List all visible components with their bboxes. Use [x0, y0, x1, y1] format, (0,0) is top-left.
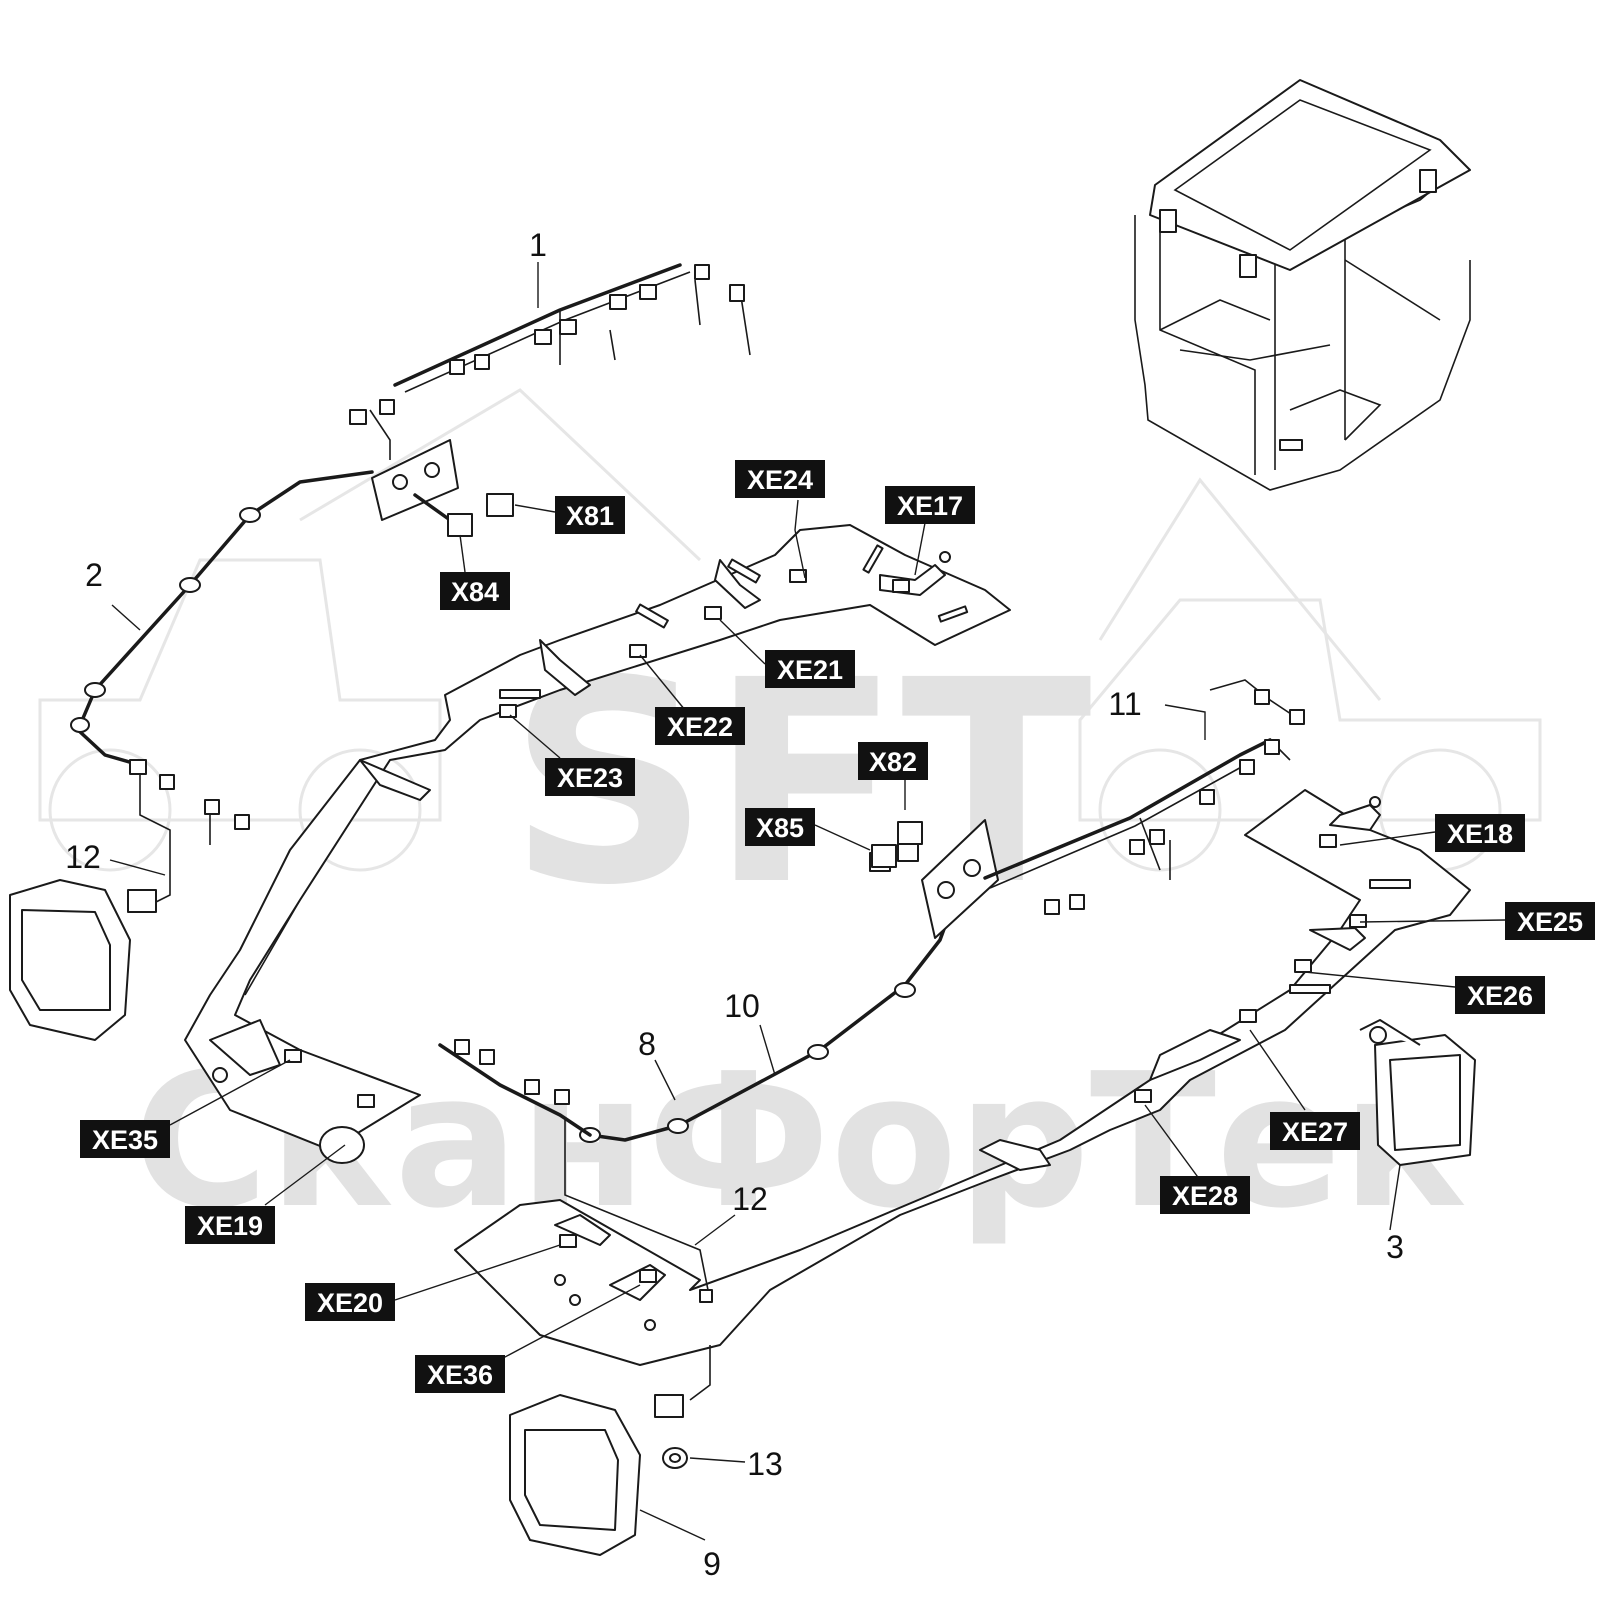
tag-bg-x81: [555, 496, 625, 534]
callout-12-bottom: 12: [732, 1181, 768, 1217]
callout-12-left: 12: [65, 839, 101, 875]
tag-bg-xe21: [765, 650, 855, 688]
tag-xe22: XE22: [667, 712, 733, 742]
connectors-x82-x85: [871, 821, 923, 868]
tag-bg-xe26: [1455, 976, 1545, 1014]
tag-xe28: XE28: [1172, 1181, 1238, 1211]
harness-8: [438, 1039, 713, 1418]
callout-3: 3: [1386, 1229, 1404, 1265]
cab-thumbnail: [1134, 79, 1471, 491]
tag-bg-xe22: [655, 707, 745, 745]
tag-bg-x84: [440, 572, 510, 610]
tag-xe25: XE25: [1517, 907, 1583, 937]
tag-bg-x85: [745, 808, 815, 846]
callout-1: 1: [529, 227, 547, 263]
callout-numbers: 1 2 3 8 9 10 11 12 12 13: [65, 227, 1404, 1582]
tag-x82: X82: [869, 747, 917, 777]
tag-x84: X84: [451, 577, 499, 607]
callout-10: 10: [724, 988, 760, 1024]
harness-10: [579, 819, 999, 1143]
tag-bg-xe23: [545, 758, 635, 796]
tag-xe24: XE24: [747, 465, 813, 495]
bulkhead-plate-left: [371, 439, 459, 521]
callout-13: 13: [747, 1446, 783, 1482]
roof-harness-front: [349, 263, 751, 460]
tag-bg-xe19: [185, 1206, 275, 1244]
tag-bg-xe27: [1270, 1112, 1360, 1150]
harness-11: [983, 679, 1305, 915]
tag-xe17: XE17: [897, 491, 963, 521]
connector-tags: X81 X84 X82 X85 XE17 XE18 XE19 XE20 XE21…: [80, 460, 1595, 1393]
tag-xe27: XE27: [1282, 1117, 1348, 1147]
tag-x85: X85: [756, 813, 804, 843]
leader-lines: [109, 262, 1506, 1541]
tag-bg-xe28: [1160, 1176, 1250, 1214]
tag-bg-x82: [858, 742, 928, 780]
harness-2: [70, 470, 514, 913]
tag-xe21: XE21: [777, 655, 843, 685]
roof-liner-frame: [184, 524, 1011, 1164]
tag-bg-xe17: [885, 486, 975, 524]
tag-xe23: XE23: [557, 763, 623, 793]
tag-bg-xe18: [1435, 814, 1525, 852]
callout-9: 9: [703, 1546, 721, 1582]
tag-bg-xe24: [735, 460, 825, 498]
roof-liner-rear: [454, 789, 1471, 1366]
tag-bg-xe20: [305, 1283, 395, 1321]
tag-xe36: XE36: [427, 1360, 493, 1390]
tag-bg-xe36: [415, 1355, 505, 1393]
tag-x81: X81: [566, 501, 614, 531]
work-light-9: [509, 1394, 641, 1556]
washer-13: [662, 1447, 688, 1469]
work-light-left: [9, 879, 131, 1041]
tag-xe18: XE18: [1447, 819, 1513, 849]
work-light-3: [1359, 1019, 1476, 1166]
tag-xe26: XE26: [1467, 981, 1533, 1011]
tag-xe20: XE20: [317, 1288, 383, 1318]
tag-xe35: XE35: [92, 1125, 158, 1155]
callout-2: 2: [85, 557, 103, 593]
tag-bg-xe35: [80, 1120, 170, 1158]
callout-11: 11: [1108, 686, 1141, 722]
callout-8: 8: [638, 1026, 656, 1062]
tag-xe19: XE19: [197, 1211, 263, 1241]
tag-bg-xe25: [1505, 902, 1595, 940]
